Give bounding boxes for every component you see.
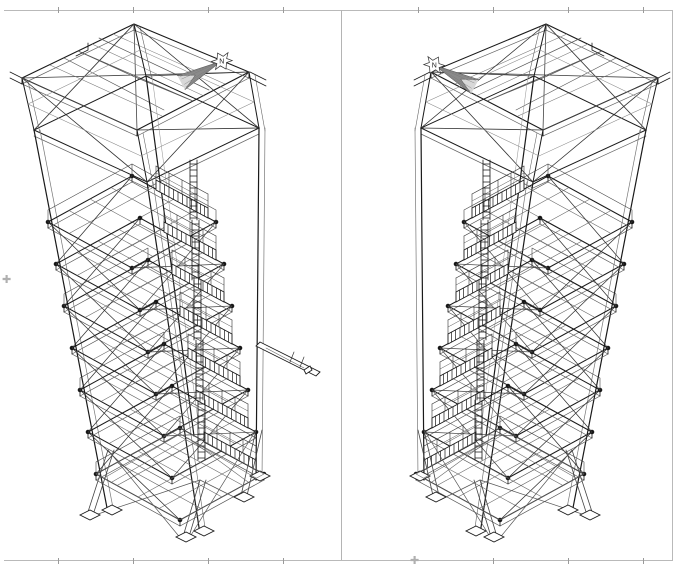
cantilever-arm (255, 341, 321, 377)
north-arrow: N (422, 55, 479, 94)
sheet-border-top (4, 10, 672, 11)
border-tick (283, 558, 284, 564)
view-divider (341, 10, 342, 560)
upper-truss (21, 23, 266, 189)
border-tick (418, 7, 419, 13)
base-legs (85, 429, 263, 541)
border-tick (133, 558, 134, 564)
base-legs (417, 429, 595, 541)
stair-flights (423, 165, 525, 471)
border-tick (283, 7, 284, 13)
main-columns (414, 75, 647, 535)
north-label: N (219, 59, 224, 66)
cross-bracing-right (423, 221, 549, 479)
base-plates (408, 470, 602, 543)
roof-frame (413, 23, 671, 137)
platform-levels (45, 173, 267, 527)
cross-bracing (499, 175, 633, 521)
border-tick (493, 7, 494, 13)
registration-mark-left: ✚ (2, 274, 12, 286)
cross-bracing-right (131, 221, 257, 479)
isometric-view-left[interactable]: N (4, 10, 341, 560)
border-tick (133, 7, 134, 13)
sheet-border-right (672, 10, 673, 561)
border-tick (493, 558, 494, 564)
border-tick (208, 558, 209, 564)
border-tick (643, 558, 644, 564)
border-tick (58, 558, 59, 564)
platform-levels (413, 173, 635, 527)
north-label: N (432, 63, 437, 70)
lower-detail (95, 427, 265, 521)
base-plates (78, 470, 272, 543)
tower-drawing-right: N (408, 23, 671, 543)
handrails (463, 163, 633, 475)
isometric-view-right[interactable]: N (342, 10, 676, 560)
tower-drawing-left: N (9, 23, 321, 543)
registration-mark-bottom: ✚ (410, 555, 420, 567)
main-columns (33, 75, 266, 535)
border-tick (58, 7, 59, 13)
stair-flights (155, 165, 257, 471)
border-tick (568, 558, 569, 564)
border-tick (643, 7, 644, 13)
border-tick (208, 7, 209, 13)
handrails (47, 163, 217, 475)
cross-bracing (47, 175, 181, 521)
sheet-border-bottom (4, 560, 672, 561)
lower-detail (415, 427, 585, 521)
upper-truss (414, 23, 659, 189)
border-tick (568, 7, 569, 13)
north-arrow: N (177, 51, 234, 90)
roof-frame (9, 23, 267, 137)
